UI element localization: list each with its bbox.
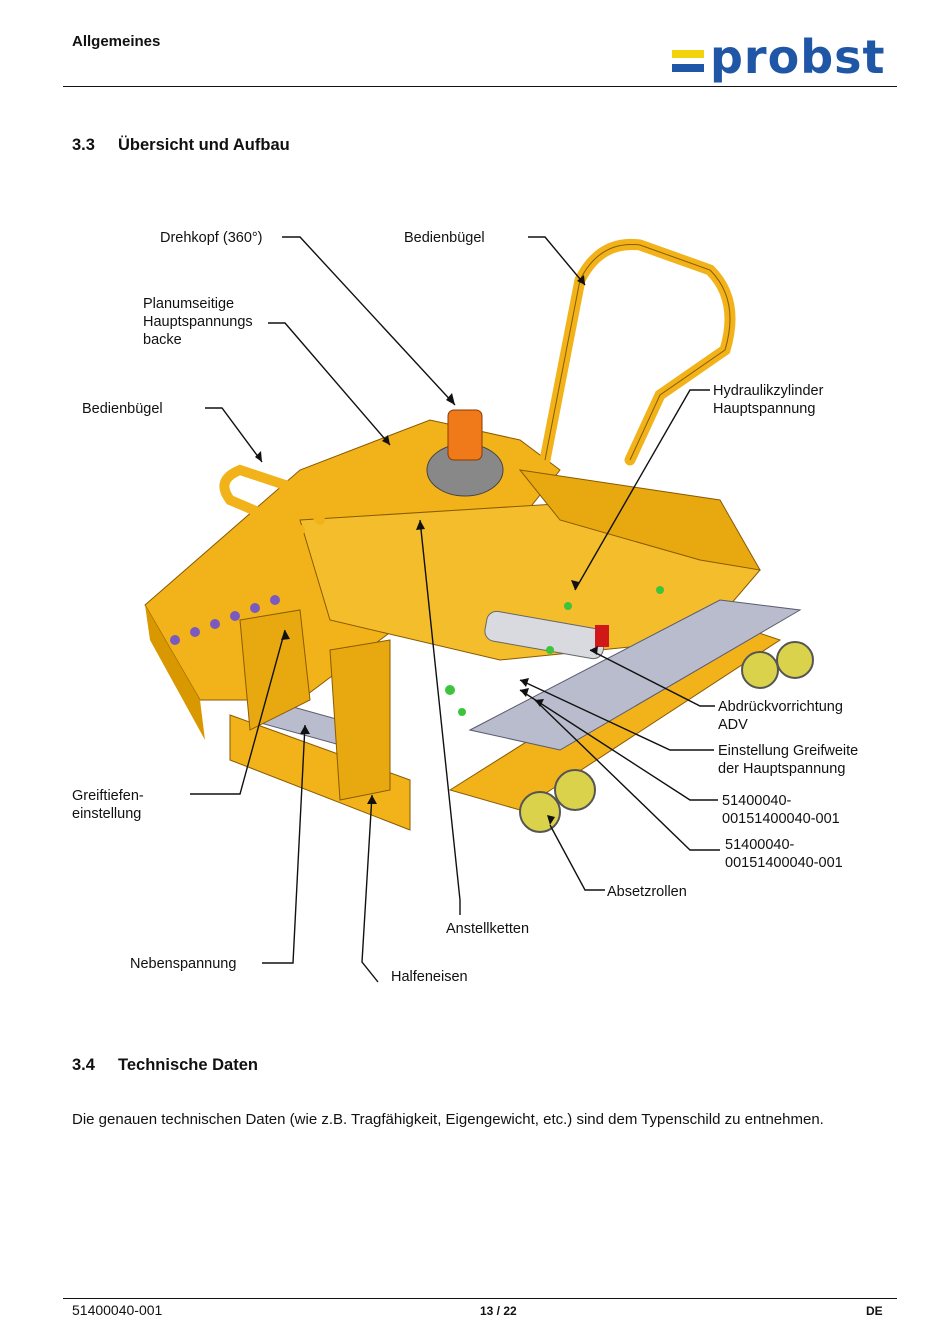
callout-part-number-2: 51400040- 00151400040-001: [725, 837, 843, 871]
callout-abdrueckvorrichtung: Abdrückvorrichtung ADV: [718, 699, 843, 733]
technical-data-text: Die genauen technischen Daten (wie z.B. …: [72, 1111, 824, 1128]
section-number: 3.4: [72, 1056, 95, 1074]
probst-logo: probst: [672, 30, 892, 84]
callout-absetzrollen: Absetzrollen: [607, 884, 687, 900]
section-heading-3-4: 3.4 Technische Daten: [72, 1056, 258, 1075]
logo-yellow-bar: [672, 50, 704, 58]
footer-doc-number: 51400040-001: [72, 1302, 163, 1318]
header-title: Allgemeines: [72, 33, 161, 50]
callout-planumseitige-backe: Planumseitige Hauptspannungs backe: [143, 296, 253, 348]
section-title: Technische Daten: [118, 1056, 258, 1074]
footer-page-number: 13 / 22: [480, 1304, 517, 1318]
section-heading-3-3: 3.3 Übersicht und Aufbau: [72, 136, 290, 155]
callout-nebenspannung: Nebenspannung: [130, 956, 237, 972]
callout-bedienbuegel-left: Bedienbügel: [82, 401, 163, 417]
callout-greiftiefen: Greiftiefen- einstellung: [72, 788, 144, 822]
callout-halfeneisen: Halfeneisen: [391, 969, 468, 985]
logo-blue-bar: [672, 64, 704, 72]
callout-hydraulikzylinder: Hydraulikzylinder Hauptspannung: [713, 383, 824, 417]
header-divider: [63, 86, 897, 87]
footer-language: DE: [866, 1304, 883, 1318]
callout-bedienbuegel-top: Bedienbügel: [404, 230, 485, 246]
section-title: Übersicht und Aufbau: [118, 136, 290, 154]
callout-greifweite: Einstellung Greifweite der Hauptspannung: [718, 743, 859, 777]
footer-divider: [63, 1298, 897, 1299]
callout-anstellketten: Anstellketten: [446, 921, 530, 937]
section-number: 3.3: [72, 136, 95, 154]
logo-wordmark: probst: [710, 30, 886, 84]
callout-drehkopf: Drehkopf (360°): [160, 230, 263, 246]
callout-part-number-1: 51400040- 00151400040-001: [722, 793, 840, 827]
